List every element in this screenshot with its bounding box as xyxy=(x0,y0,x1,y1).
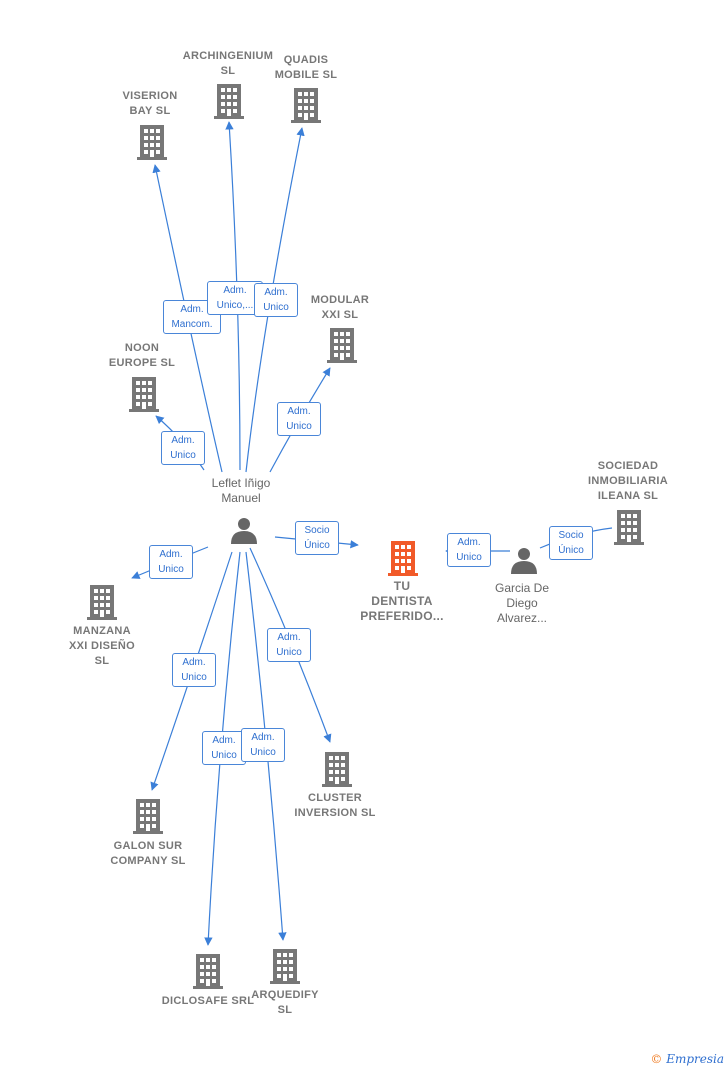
building-icon[interactable] xyxy=(291,88,321,123)
company-label-quadis[interactable]: QUADIS MOBILE SL xyxy=(274,54,338,81)
edge-label-quadis: Adm. Unico xyxy=(254,283,298,317)
edge-label-modular: Adm. Unico xyxy=(277,402,321,436)
edge-label-noon: Adm. Unico xyxy=(161,431,205,465)
edge-label-tudentista: Socio Único xyxy=(295,521,339,555)
company-label-noon[interactable]: NOON EUROPE SL xyxy=(108,342,176,369)
building-icon[interactable] xyxy=(270,949,300,984)
company-label-cluster[interactable]: CLUSTER INVERSION SL xyxy=(294,792,376,819)
copyright-icon: © xyxy=(650,1052,663,1066)
company-label-tudentista[interactable]: TU DENTISTA PREFERIDO... xyxy=(360,579,444,623)
company-label-galon[interactable]: GALON SUR COMPANY SL xyxy=(110,840,186,867)
edge-label-archingenium: Adm. Unico,... xyxy=(207,281,263,315)
footer-brand: © Empresia xyxy=(650,1052,724,1066)
edge-label-garcia-tu: Adm. Unico xyxy=(447,533,491,567)
person-label-garcia[interactable]: Garcia De Diego Alvarez... xyxy=(494,581,550,625)
company-label-arquedify[interactable]: ARQUEDIFY SL xyxy=(251,989,319,1016)
building-icon[interactable] xyxy=(214,84,244,119)
building-icon[interactable] xyxy=(129,377,159,412)
company-label-diclosafe[interactable]: DICLOSAFE SRL xyxy=(161,995,255,1007)
company-label-modular[interactable]: MODULAR XXI SL xyxy=(310,294,370,321)
edge-label-manzana: Adm. Unico xyxy=(149,545,193,579)
edge-label-galon: Adm. Unico xyxy=(172,653,216,687)
building-icon[interactable] xyxy=(327,328,357,363)
building-icon[interactable] xyxy=(137,125,167,160)
highlighted-building-icon[interactable] xyxy=(388,541,418,576)
company-label-sociedad[interactable]: SOCIEDAD INMOBILIARIA ILEANA SL xyxy=(588,460,668,502)
brand-logo-text: Empresia xyxy=(666,1052,724,1066)
building-icon[interactable] xyxy=(614,510,644,545)
building-icon[interactable] xyxy=(87,585,117,620)
person-icon[interactable] xyxy=(511,548,537,574)
edge-label-cluster: Adm. Unico xyxy=(267,628,311,662)
edge-label-diclosafe: Adm. Unico xyxy=(202,731,246,765)
company-label-viserion[interactable]: VISERION BAY SL xyxy=(122,90,178,117)
building-icon[interactable] xyxy=(322,752,352,787)
company-label-archingenium[interactable]: ARCHINGENIUM SL xyxy=(182,50,274,77)
edge-line-viserion xyxy=(152,164,223,473)
building-icon[interactable] xyxy=(133,799,163,834)
person-icon[interactable] xyxy=(231,518,257,544)
building-icon[interactable] xyxy=(193,954,223,989)
company-label-manzana[interactable]: MANZANA XXI DISEÑO SL xyxy=(69,625,135,667)
edge-label-garcia-soc: Socio Único xyxy=(549,526,593,560)
edge-label-arquedify: Adm. Unico xyxy=(241,728,285,762)
person-label-leflet[interactable]: Leflet Iñigo Manuel xyxy=(211,476,271,505)
